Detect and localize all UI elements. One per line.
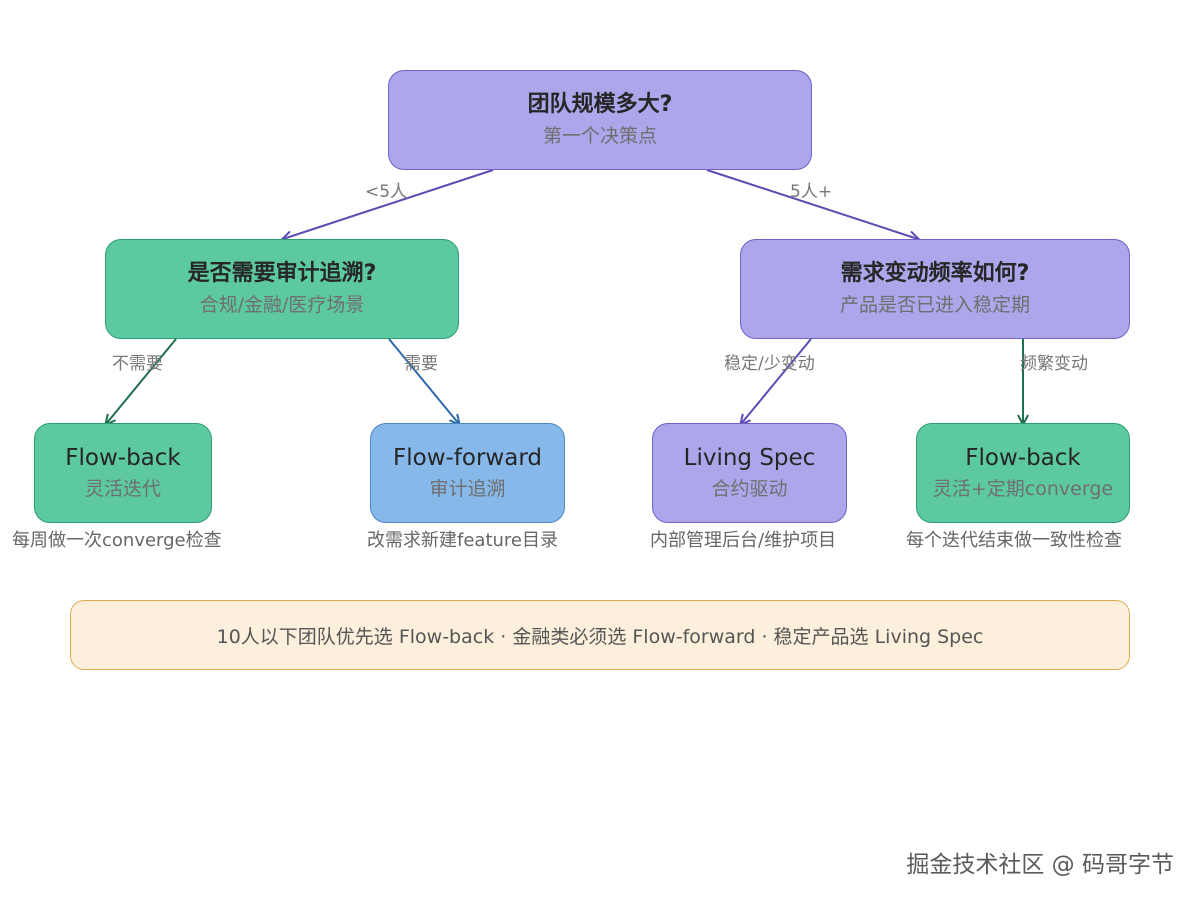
leaf-flow-forward: Flow-forward 审计追溯 <box>370 423 565 523</box>
leaf-living-spec: Living Spec 合约驱动 <box>652 423 847 523</box>
node-audit-subtitle: 合规/金融/医疗场景 <box>199 294 365 316</box>
leaf-flow-back-agile-subtitle: 灵活迭代 <box>84 478 161 500</box>
leaf-flow-back-converge: Flow-back 灵活+定期converge <box>916 423 1130 523</box>
leaf-flow-forward-title: Flow-forward <box>393 445 542 471</box>
edge-audit-to-flowforward <box>388 338 459 424</box>
leaf-living-spec-title: Living Spec <box>683 445 816 471</box>
node-change-frequency: 需求变动频率如何? 产品是否已进入稳定期 <box>740 239 1130 339</box>
node-change-frequency-title: 需求变动频率如何? <box>840 261 1030 286</box>
summary-text: 10人以下团队优先选 Flow-back · 金融类必须选 Flow-forwa… <box>216 625 984 648</box>
edge-label-large-team: 5人+ <box>790 182 833 202</box>
edge-label-no-audit: 不需要 <box>112 354 163 374</box>
edge-label-stable: 稳定/少变动 <box>724 354 815 374</box>
leaf-flow-back-agile-title: Flow-back <box>65 445 181 471</box>
edge-root-to-change <box>706 169 918 239</box>
node-audit-title: 是否需要审计追溯? <box>187 261 377 286</box>
leaf-flow-back-converge-subtitle: 灵活+定期converge <box>932 478 1114 500</box>
leaf-living-spec-subtitle: 合约驱动 <box>711 478 788 500</box>
edge-audit-to-flowback <box>106 338 177 424</box>
edge-root-to-audit <box>283 169 494 239</box>
edge-label-frequent-change: 频繁变动 <box>1020 354 1088 374</box>
note-internal-admin: 内部管理后台/维护项目 <box>650 530 837 551</box>
leaf-flow-back-agile: Flow-back 灵活迭代 <box>34 423 212 523</box>
summary-banner: 10人以下团队优先选 Flow-back · 金融类必须选 Flow-forwa… <box>70 600 1130 670</box>
node-team-size-subtitle: 第一个决策点 <box>542 125 657 147</box>
watermark: 掘金技术社区 @ 码哥字节 <box>906 852 1174 878</box>
leaf-flow-forward-subtitle: 审计追溯 <box>429 478 506 500</box>
note-weekly-converge: 每周做一次converge检查 <box>12 530 222 551</box>
note-new-feature-dir: 改需求新建feature目录 <box>367 530 558 551</box>
node-audit: 是否需要审计追溯? 合规/金融/医疗场景 <box>105 239 459 339</box>
leaf-flow-back-converge-title: Flow-back <box>965 445 1081 471</box>
edge-label-need-audit: 需要 <box>404 354 438 374</box>
node-team-size-title: 团队规模多大? <box>527 92 673 117</box>
note-iteration-check: 每个迭代结束做一致性检查 <box>906 530 1122 551</box>
edge-change-to-living <box>741 338 812 424</box>
node-team-size: 团队规模多大? 第一个决策点 <box>388 70 812 170</box>
node-change-frequency-subtitle: 产品是否已进入稳定期 <box>839 294 1030 316</box>
edge-label-small-team: <5人 <box>365 182 408 202</box>
